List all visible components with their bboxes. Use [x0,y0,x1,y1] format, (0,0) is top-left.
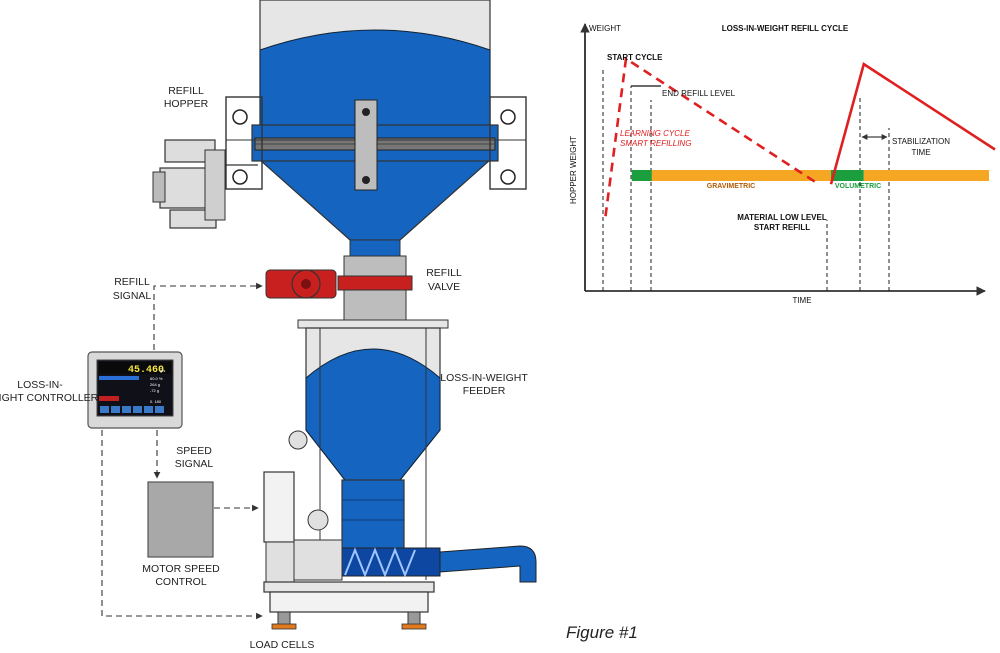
stabilization-label-2: TIME [911,148,930,157]
controller-row3: -72 g [150,388,159,393]
liw-feeder-label-1: LOSS-IN-WEIGHT [440,372,528,384]
machine-labels: REFILL HOPPER REFILL SIGNAL REFILL VALVE… [0,85,638,651]
motor-speed-label-2: CONTROL [155,576,206,588]
refill-cycle-chart: LOSS-IN-WEIGHT REFILL CYCLE WEIGHT HOPPE… [569,23,996,305]
chart-ylabel-side: HOPPER WEIGHT [569,136,578,204]
volumetric-label: VOLUMETRIC [835,183,881,190]
refill-hopper [152,0,527,257]
chart-xlabel: TIME [792,296,811,305]
chart-ylabel-top: WEIGHT [589,24,621,33]
liw-controller-label-1: LOSS-IN- [17,379,63,391]
controller-row4: 0. 180 [150,399,162,404]
refill-valve-label-1: REFILL [426,267,462,279]
chart-title: LOSS-IN-WEIGHT REFILL CYCLE [722,24,849,33]
figure-caption: Figure #1 [566,623,638,642]
gravimetric-band-tail [863,170,989,181]
controller-row2: 264 g [150,382,160,387]
signal-lines [101,282,263,620]
stabilization-label-1: STABILIZATION [892,137,950,146]
load-cells-label: LOAD CELLS [250,639,315,651]
material-low-label-2: START REFILL [754,223,810,232]
motor-speed-control-box [147,481,214,558]
start-cycle-label: START CYCLE [607,53,663,62]
refill-hopper-label-2: HOPPER [164,98,209,110]
speed-signal-label-1: SPEED [176,445,212,457]
speed-signal-label-2: SIGNAL [175,458,214,470]
volumetric-band [831,170,864,181]
refill-cycle-line [829,62,996,185]
refill-signal-label-1: REFILL [114,276,150,288]
learning-cycle-label-2: SMART REFILLING [620,139,691,148]
liw-feeder-label-2: FEEDER [463,385,506,397]
liw-controller: 45.460 g/s 60.0 % 264 g -72 g 0. 180 [87,351,183,429]
gravimetric-band-lead [631,170,652,181]
gravimetric-band [642,170,831,181]
refill-signal-label-2: SIGNAL [113,290,152,302]
chart-reference-lines [602,70,890,291]
refill-hopper-label-1: REFILL [168,85,204,97]
controller-main-value: 45.460 [128,365,164,376]
controller-main-unit: g/s [160,368,165,373]
motor-speed-label-1: MOTOR SPEED [142,563,220,575]
refill-valve [265,255,413,321]
controller-row1: 60.0 % [150,376,163,381]
learning-cycle-label-1: LEARNING CYCLE [620,129,690,138]
end-refill-label: END REFILL LEVEL [662,89,736,98]
material-low-label-1: MATERIAL LOW LEVEL [737,213,827,222]
learning-cycle-line [604,56,820,217]
refill-valve-label-2: VALVE [428,281,460,293]
liw-controller-label-2: WEIGHT CONTROLLER [0,392,99,404]
gravimetric-label: GRAVIMETRIC [707,183,755,190]
liw-feeder [263,319,537,630]
